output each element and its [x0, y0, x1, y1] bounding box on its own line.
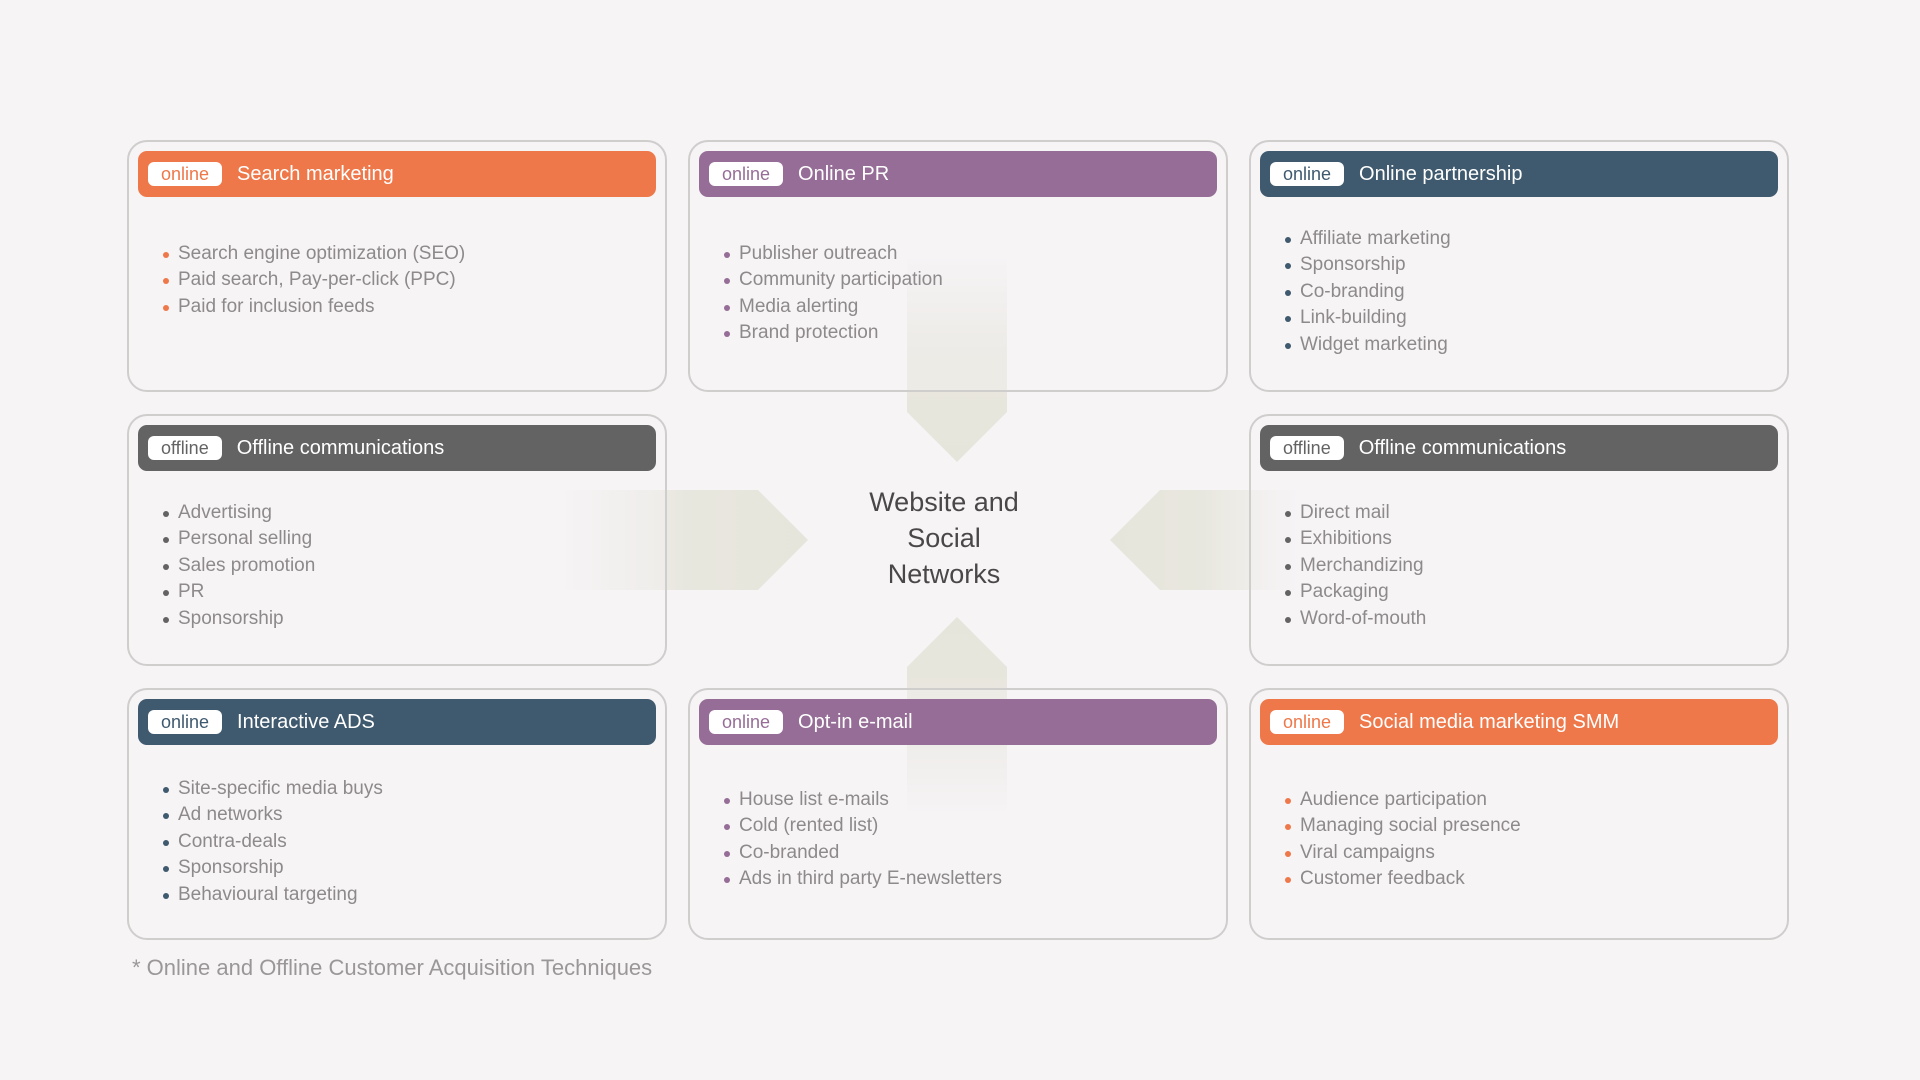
- list-item: Exhibitions: [1285, 526, 1426, 552]
- list-item: Paid for inclusion feeds: [163, 294, 465, 320]
- list-item: Paid search, Pay-per-click (PPC): [163, 267, 465, 293]
- technique-list: Search engine optimization (SEO) Paid se…: [163, 241, 465, 320]
- channel-tag: offline: [148, 436, 222, 460]
- list-item: Site-specific media buys: [163, 776, 383, 802]
- center-label-line: Social: [907, 523, 981, 553]
- center-label-line: Networks: [887, 559, 1001, 589]
- list-item: Co-branded: [724, 840, 1002, 866]
- technique-list: Site-specific media buys Ad networks Con…: [163, 776, 383, 908]
- channel-tag: online: [709, 710, 784, 734]
- card-social-media-marketing: online Social media marketing SMM Audien…: [1249, 688, 1789, 940]
- list-item: Sponsorship: [163, 855, 383, 881]
- arrow-right: [560, 490, 808, 590]
- card-header: online Online partnership: [1260, 151, 1778, 197]
- list-item: Ads in third party E-newsletters: [724, 866, 1002, 892]
- arrow-down: [907, 255, 1007, 462]
- card-title: Online partnership: [1359, 162, 1523, 185]
- list-item: Managing social presence: [1285, 813, 1521, 839]
- card-opt-in-email: online Opt-in e-mail House list e-mails …: [688, 688, 1228, 940]
- technique-list: Affiliate marketing Sponsorship Co-brand…: [1285, 226, 1451, 358]
- card-header: online Online PR: [699, 151, 1217, 197]
- list-item: Packaging: [1285, 579, 1426, 605]
- list-item: House list e-mails: [724, 787, 1002, 813]
- list-item: Sponsorship: [1285, 252, 1451, 278]
- list-item: Widget marketing: [1285, 332, 1451, 358]
- technique-list: Direct mail Exhibitions Merchandizing Pa…: [1285, 500, 1426, 632]
- list-item: Audience participation: [1285, 787, 1521, 813]
- card-title: Online PR: [798, 162, 890, 185]
- card-title: Interactive ADS: [237, 710, 375, 733]
- channel-tag: online: [148, 710, 223, 734]
- center-label-line: Website and: [869, 487, 1019, 517]
- list-item: Viral campaigns: [1285, 840, 1521, 866]
- channel-tag: online: [1270, 162, 1345, 186]
- technique-list: Publisher outreach Community participati…: [724, 241, 943, 347]
- card-interactive-ads: online Interactive ADS Site-specific med…: [127, 688, 667, 940]
- footnote: * Online and Offline Customer Acquisitio…: [132, 955, 653, 980]
- list-item: Sales promotion: [163, 553, 315, 579]
- list-item: Cold (rented list): [724, 813, 1002, 839]
- card-search-marketing: online Search marketing Search engine op…: [127, 140, 667, 392]
- list-item: Word-of-mouth: [1285, 606, 1426, 632]
- technique-list: Advertising Personal selling Sales promo…: [163, 500, 315, 632]
- channel-tag: online: [148, 162, 223, 186]
- list-item: Link-building: [1285, 305, 1451, 331]
- list-item: PR: [163, 579, 315, 605]
- list-item: Personal selling: [163, 526, 315, 552]
- list-item: Direct mail: [1285, 500, 1426, 526]
- card-title: Search marketing: [237, 162, 394, 185]
- card-header: online Interactive ADS: [138, 699, 656, 745]
- list-item: Community participation: [724, 267, 943, 293]
- list-item: Contra-deals: [163, 829, 383, 855]
- card-title: Offline communications: [236, 436, 445, 459]
- list-item: Merchandizing: [1285, 553, 1426, 579]
- list-item: Ad networks: [163, 802, 383, 828]
- card-title: Opt-in e-mail: [798, 710, 913, 733]
- card-header: online Social media marketing SMM: [1260, 699, 1778, 745]
- channel-tag: offline: [1270, 436, 1344, 460]
- list-item: Customer feedback: [1285, 866, 1521, 892]
- card-offline-communications-left: offline Offline communications Advertisi…: [127, 414, 667, 666]
- list-item: Publisher outreach: [724, 241, 943, 267]
- card-header: online Opt-in e-mail: [699, 699, 1217, 745]
- list-item: Sponsorship: [163, 606, 315, 632]
- card-online-partnership: online Online partnership Affiliate mark…: [1249, 140, 1789, 392]
- channel-tag: online: [1270, 710, 1345, 734]
- list-item: Co-branding: [1285, 279, 1451, 305]
- card-title: Offline communications: [1358, 436, 1567, 459]
- card-online-pr: online Online PR Publisher outreach Comm…: [688, 140, 1228, 392]
- card-header: offline Offline communications: [138, 425, 656, 471]
- center-label: Website and Social Networks: [818, 484, 1070, 592]
- list-item: Affiliate marketing: [1285, 226, 1451, 252]
- channel-tag: online: [709, 162, 784, 186]
- card-offline-communications-right: offline Offline communications Direct ma…: [1249, 414, 1789, 666]
- list-item: Search engine optimization (SEO): [163, 241, 465, 267]
- card-title: Social media marketing SMM: [1359, 710, 1620, 733]
- card-header: online Search marketing: [138, 151, 656, 197]
- list-item: Behavioural targeting: [163, 882, 383, 908]
- list-item: Advertising: [163, 500, 315, 526]
- technique-list: House list e-mails Cold (rented list) Co…: [724, 787, 1002, 893]
- technique-list: Audience participation Managing social p…: [1285, 787, 1521, 893]
- list-item: Brand protection: [724, 320, 943, 346]
- arrow-left: [1110, 490, 1300, 590]
- list-item: Media alerting: [724, 294, 943, 320]
- card-header: offline Offline communications: [1260, 425, 1778, 471]
